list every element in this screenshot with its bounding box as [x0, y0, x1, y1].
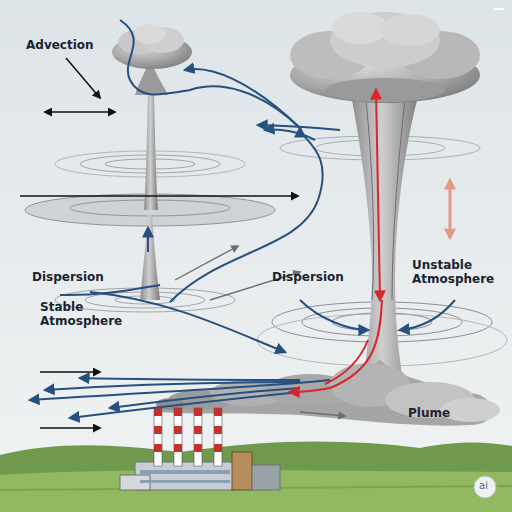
blue-flow-arrows: [30, 20, 455, 418]
rise-arrow: [449, 180, 452, 238]
unstable-column: [257, 12, 507, 420]
factory: [120, 408, 280, 490]
hills: [0, 442, 512, 512]
dispersion-label: Dispersion: [32, 270, 132, 284]
corner-mark: [494, 8, 504, 10]
stable-atmosphere-label: Stable Atmosphere: [40, 300, 122, 328]
stable-column: [25, 24, 275, 312]
unstable-atmosphere-label: Unstable Atmosphere: [412, 258, 504, 286]
red-convection-arrows: [290, 90, 382, 392]
smoke-plume: [156, 360, 500, 426]
watermark: ai: [479, 479, 499, 493]
black-arrows: [20, 58, 298, 428]
dispersion-label: Dispersion: [272, 270, 372, 284]
plume-label: Plume: [408, 406, 488, 420]
advection-label: Advection: [26, 38, 136, 52]
